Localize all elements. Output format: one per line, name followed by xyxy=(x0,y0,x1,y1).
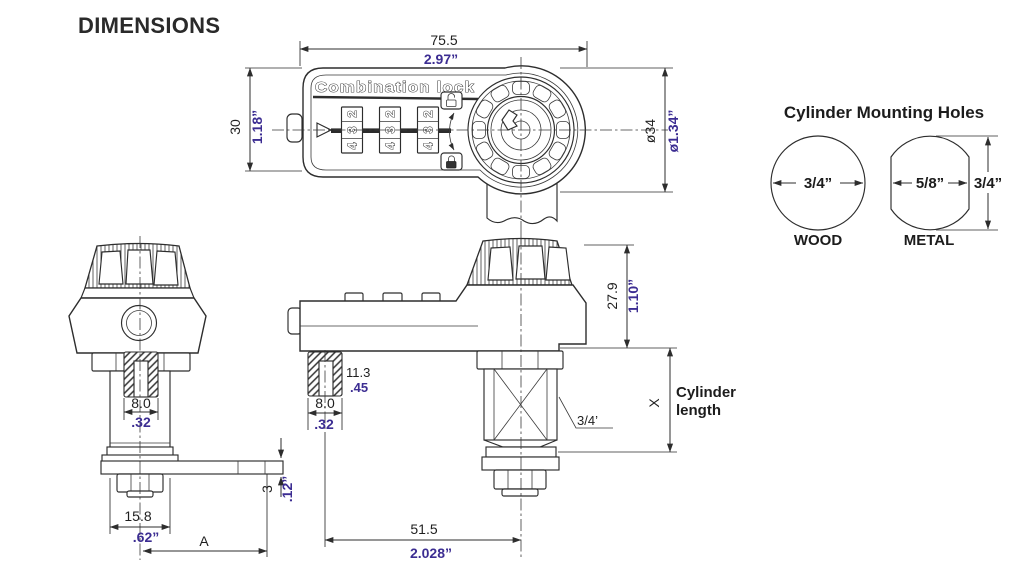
svg-text:X: X xyxy=(646,398,662,408)
svg-text:30: 30 xyxy=(227,119,243,135)
svg-text:3/4”: 3/4” xyxy=(974,175,1002,192)
threaded-stud xyxy=(123,351,159,398)
dim-overall-width: 75.5 2.97” xyxy=(299,32,588,67)
metal-hole-shape xyxy=(890,135,970,231)
svg-text:A: A xyxy=(199,533,209,549)
top-view: Combination lock 2 3 4 2 3 4 xyxy=(227,32,681,232)
svg-text:.32: .32 xyxy=(314,416,334,432)
housing-hole xyxy=(120,304,158,342)
dim-body-height: 30 1.18” xyxy=(227,67,302,172)
svg-text:27.9: 27.9 xyxy=(604,282,620,309)
dim-cylinder-length: X Cylinder length xyxy=(558,347,736,453)
svg-text:1.10”: 1.10” xyxy=(625,279,641,313)
wood-label: WOOD xyxy=(794,232,842,249)
washer xyxy=(481,456,560,471)
dim-stud-width-front: 8.0 .32 xyxy=(123,395,159,430)
metal-label: METAL xyxy=(904,232,955,249)
knob-windows xyxy=(98,249,179,286)
cylinder-barrel xyxy=(483,368,558,448)
side-view: 11.3 .45 8.0 .32 27.9 1.10” X Cylinder l… xyxy=(287,232,736,561)
lock-icon xyxy=(440,152,463,171)
svg-text:.32: .32 xyxy=(131,414,151,430)
dim-cam-width: 15.8 .62” xyxy=(109,478,171,545)
lock-housing xyxy=(299,284,587,352)
svg-text:2: 2 xyxy=(346,110,360,117)
cam-plate xyxy=(100,460,284,475)
svg-text:ø1.34”: ø1.34” xyxy=(665,110,681,153)
dim-offset-a: A xyxy=(142,474,268,557)
code-wheel: 2 3 4 xyxy=(416,106,440,154)
svg-text:2: 2 xyxy=(384,110,398,117)
bottom-nut xyxy=(493,469,547,497)
svg-text:.45: .45 xyxy=(350,380,368,395)
svg-text:2: 2 xyxy=(422,110,436,117)
svg-text:2.028”: 2.028” xyxy=(410,545,452,561)
svg-text:length: length xyxy=(676,402,721,419)
knob-collar xyxy=(80,287,195,299)
dim-dial-diameter: ø34 ø1.34” xyxy=(560,67,681,193)
svg-text:1.18”: 1.18” xyxy=(249,110,265,144)
front-view: 8.0 .32 15.8 .62” 3 .12” A xyxy=(68,236,295,560)
svg-text:11.3: 11.3 xyxy=(346,365,370,380)
side-tab xyxy=(286,113,303,143)
lock-housing xyxy=(68,297,207,354)
wood-hole-shape xyxy=(770,135,866,231)
lock-body-inner-outline xyxy=(310,72,579,188)
dim-stud-width-side: 8.0 .32 xyxy=(307,395,343,432)
svg-text:.62”: .62” xyxy=(133,529,159,545)
mounting-holes-heading: Cylinder Mounting Holes xyxy=(784,103,984,122)
svg-text:Cylinder: Cylinder xyxy=(676,384,736,401)
svg-text:4: 4 xyxy=(346,142,360,149)
wood-hole-dim: 3/4” xyxy=(804,175,832,192)
metal-hole-height-dim: 3/4” xyxy=(936,135,1007,231)
metal-hole-width-dim: 5/8” xyxy=(916,175,944,192)
svg-text:51.5: 51.5 xyxy=(410,521,437,537)
dim-stud-length: 11.3 .45 xyxy=(346,365,370,395)
svg-text:ø34: ø34 xyxy=(642,119,658,143)
svg-text:75.5: 75.5 xyxy=(430,32,457,48)
unlock-icon xyxy=(440,91,463,110)
product-label: Combination lock xyxy=(315,80,475,96)
svg-text:4: 4 xyxy=(384,142,398,149)
svg-text:3/4’: 3/4’ xyxy=(577,413,598,428)
leader-cylinder-diameter: 3/4’ xyxy=(558,396,613,429)
svg-text:4: 4 xyxy=(422,142,436,149)
svg-text:8.0: 8.0 xyxy=(131,395,151,411)
svg-text:3: 3 xyxy=(346,126,360,133)
svg-text:8.0: 8.0 xyxy=(315,395,335,411)
svg-text:3: 3 xyxy=(422,126,436,133)
hex-nut xyxy=(476,350,564,370)
svg-text:2.97”: 2.97” xyxy=(424,51,458,67)
knob-windows xyxy=(487,245,571,281)
mounting-holes: Cylinder Mounting Holes 3/4” WOOD 5/8” 3… xyxy=(770,103,1007,249)
svg-text:.12”: .12” xyxy=(279,476,295,502)
svg-text:15.8: 15.8 xyxy=(124,508,151,524)
turn-arrow-icon xyxy=(448,112,455,151)
dim-hole-spacing: 51.5 2.028” xyxy=(324,432,522,561)
page-title: DIMENSIONS xyxy=(78,13,220,38)
top-tabs xyxy=(344,292,441,303)
cam-tail xyxy=(486,182,558,225)
dim-head-height: 27.9 1.10” xyxy=(560,244,677,349)
